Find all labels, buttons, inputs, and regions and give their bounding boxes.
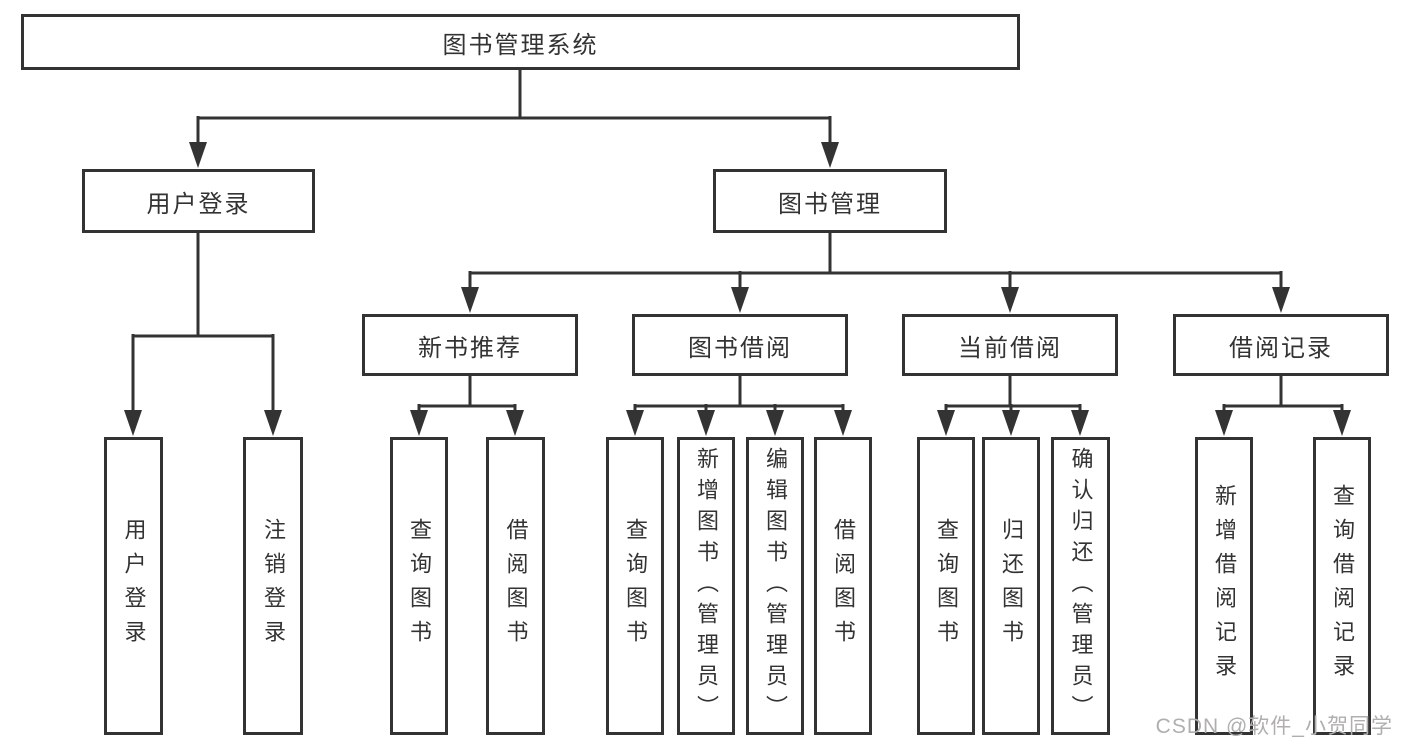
leaf-user-login: 用户登录 [104,437,163,735]
leaf-borrow-books: 借阅图书 [814,437,872,735]
leaf-label: 确认归还（管理员） [1068,446,1094,726]
node-book-management: 图书管理 [713,169,947,233]
leaf-label: 新增借阅记录 [1212,484,1237,688]
node-new-book-recommend: 新书推荐 [362,314,578,376]
leaf-label: 新增图书（管理员） [694,446,719,726]
leaf-add-borrow-record: 新增借阅记录 [1195,437,1253,735]
node-label: 图书管理 [778,190,882,218]
leaf-borrow-books-recommend: 借阅图书 [486,437,545,735]
connector-newrec-to-leaves [417,376,517,418]
node-book-borrowing: 图书借阅 [632,314,848,376]
leaf-query-borrow-record: 查询借阅记录 [1313,437,1371,735]
leaf-label: 借阅图书 [503,518,529,654]
leaf-query-books-current: 查询图书 [917,437,975,735]
leaf-logout: 注销登录 [243,437,303,735]
leaf-confirm-return-admin: 确认归还（管理员） [1051,437,1110,735]
leaf-label: 查询图书 [623,518,648,654]
node-label: 用户登录 [146,190,251,218]
node-label: 当前借阅 [958,334,1062,362]
connector-bookmgmt-to-level3 [468,233,1283,295]
leaf-label: 注销登录 [261,518,286,654]
leaf-query-books-borrowing: 查询图书 [606,437,664,735]
leaf-label: 编辑图书（管理员） [763,446,788,726]
connector-bookborrow-to-leaves [633,376,845,418]
node-label: 借阅记录 [1229,334,1333,362]
leaf-label: 查询借阅记录 [1330,484,1355,688]
node-label: 新书推荐 [418,334,522,362]
connector-root-to-level2 [196,70,832,150]
node-user-login: 用户登录 [82,169,315,233]
node-current-borrowing: 当前借阅 [902,314,1118,376]
leaf-add-books-admin: 新增图书（管理员） [677,437,735,735]
node-label: 图书管理系统 [442,31,599,59]
arrowheads [124,142,1351,436]
leaf-label: 归还图书 [999,518,1024,654]
leaf-label: 查询图书 [934,518,959,654]
node-borrowing-records: 借阅记录 [1173,314,1389,376]
connector-userlogin-to-leaves [131,233,275,418]
connector-borrowrec-to-leaves [1222,376,1344,418]
csdn-watermark: CSDN @软件_小贺同学 [1155,715,1393,738]
leaf-edit-books-admin: 编辑图书（管理员） [746,437,804,735]
node-library-system: 图书管理系统 [21,14,1020,70]
leaf-label: 用户登录 [121,518,147,654]
leaf-return-books: 归还图书 [982,437,1040,735]
node-label: 图书借阅 [688,334,792,362]
leaf-label: 借阅图书 [831,518,856,654]
leaf-label: 查询图书 [407,518,432,654]
leaf-query-books-recommend: 查询图书 [390,437,448,735]
